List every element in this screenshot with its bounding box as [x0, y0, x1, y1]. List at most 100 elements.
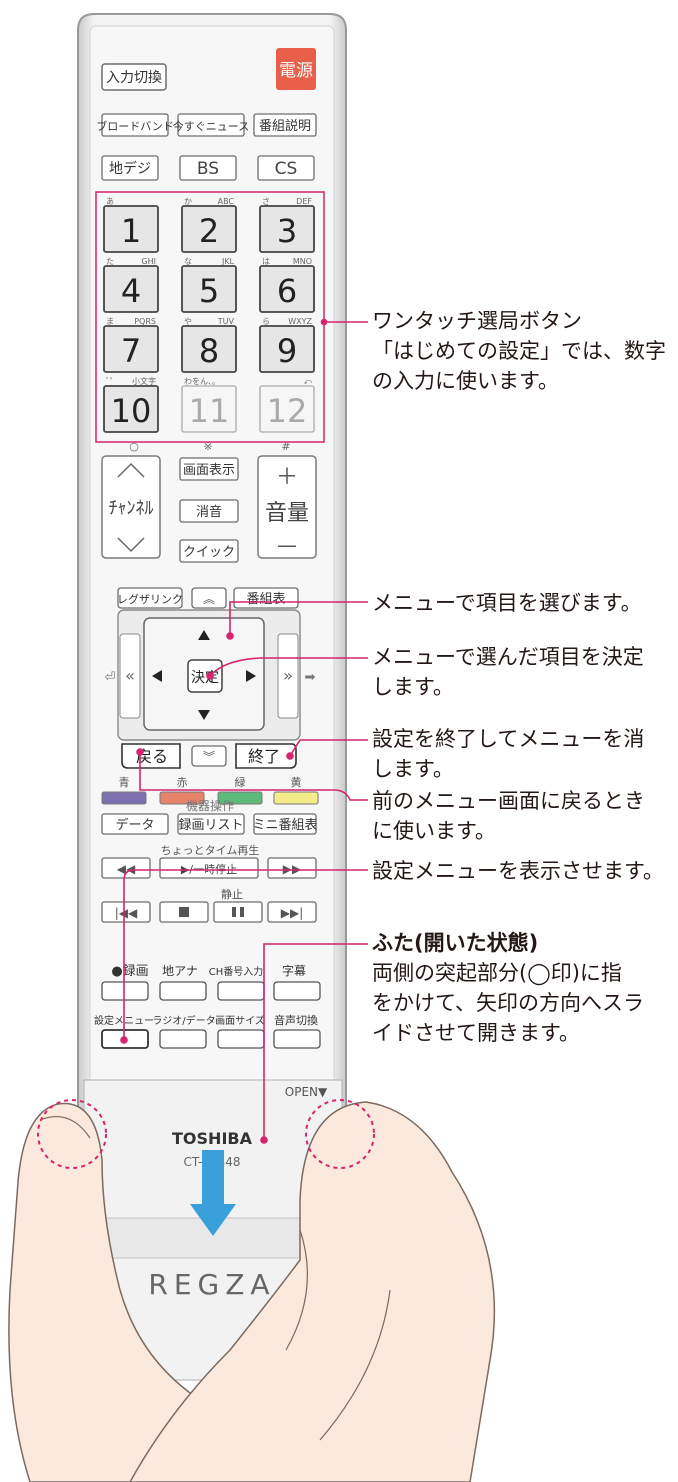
- back-arrow-icon: ⏎: [105, 670, 116, 685]
- brand-logo: TOSHIBA: [172, 1129, 253, 1148]
- one-touch-highlight: [95, 191, 325, 443]
- terrestrial-button[interactable]: 地デジ: [101, 155, 159, 181]
- color-button-label: 赤: [177, 776, 188, 789]
- svg-text:番組表: 番組表: [246, 592, 285, 607]
- svg-text:戻る: 戻る: [136, 747, 168, 766]
- svg-text:レグザリンク: レグザリンク: [117, 592, 183, 606]
- screen-size-label: 画面サイズ: [215, 1014, 265, 1027]
- number-button-1[interactable]: あ1: [103, 197, 159, 253]
- prev-button[interactable]: |◀◀: [101, 901, 151, 923]
- ch-input-button[interactable]: [217, 981, 265, 1001]
- color-button-1[interactable]: 赤: [159, 776, 205, 805]
- next-button[interactable]: ▶▶|: [267, 901, 317, 923]
- analog-button[interactable]: [159, 981, 207, 1001]
- rec-button[interactable]: [101, 981, 149, 1001]
- radio-data-button[interactable]: [159, 1029, 207, 1049]
- color-button-3[interactable]: 黄: [273, 775, 319, 805]
- volume-rocker[interactable]: ＋ 音量 —: [257, 455, 317, 559]
- page-down-button[interactable]: ︾: [191, 745, 227, 767]
- callout-lines: [120, 318, 368, 1144]
- svg-text:終了: 終了: [248, 747, 280, 766]
- rewind-button[interactable]: ◀◀: [101, 857, 151, 879]
- number-label: 12: [267, 392, 308, 430]
- subtitle-label: 字幕: [282, 963, 306, 978]
- mini-guide-button[interactable]: ミニ番組表: [252, 813, 318, 835]
- subtitle-button[interactable]: [273, 981, 321, 1001]
- device-op-label: 機器操作: [186, 798, 234, 813]
- callout-back: 前のメニュー画面に戻るとき に使います。: [372, 789, 645, 843]
- broadband-button[interactable]: ブロードバンド: [96, 113, 174, 137]
- screen-display-button[interactable]: 画面表示: [179, 457, 239, 481]
- svg-text:ﾁｬﾝﾈﾙ: ﾁｬﾝﾈﾙ: [109, 498, 154, 519]
- regza-logo: REGZA: [148, 1268, 275, 1301]
- callout-settings: 設定メニューを表示させます。: [372, 859, 664, 883]
- svg-text:|◀◀: |◀◀: [115, 906, 138, 920]
- right-arrow-icon: [246, 670, 256, 682]
- quick-button[interactable]: クイック: [179, 539, 239, 563]
- number-sub-left: か: [184, 197, 192, 206]
- skip-forward-button[interactable]: »: [277, 633, 299, 719]
- left-grip-circle: [37, 1099, 107, 1169]
- open-label: OPEN▼: [285, 1085, 328, 1099]
- regza-link-button[interactable]: レグザリンク: [117, 587, 183, 609]
- number-button-11[interactable]: わをん、。11: [181, 377, 237, 433]
- stop-button[interactable]: [159, 901, 209, 923]
- channel-rocker[interactable]: ﾁｬﾝﾈﾙ: [101, 455, 161, 559]
- program-guide-button[interactable]: 番組表: [233, 587, 299, 609]
- number-sub-right: ⤺: [303, 377, 312, 386]
- bs-button[interactable]: BS: [179, 155, 237, 181]
- rec-list-button[interactable]: 録画リスト: [177, 813, 245, 835]
- play-pause-button[interactable]: ▶/一時停止: [159, 857, 259, 879]
- up-arrow-icon: [198, 630, 210, 640]
- data-button[interactable]: データ: [101, 813, 169, 835]
- program-info-button[interactable]: 番組説明: [253, 113, 317, 137]
- svg-text:◀◀: ◀◀: [117, 862, 136, 876]
- svg-text:▶▶|: ▶▶|: [281, 906, 304, 920]
- input-switch-button[interactable]: 入力切換: [101, 63, 167, 91]
- power-button[interactable]: 電源: [276, 48, 316, 90]
- number-sub-left: ま: [106, 317, 114, 326]
- number-sub-right: ABC: [218, 197, 235, 206]
- back-button[interactable]: 戻る: [121, 743, 181, 769]
- fast-forward-button[interactable]: ▶▶: [267, 857, 317, 879]
- color-button-2[interactable]: 緑: [217, 775, 263, 805]
- page-up-button[interactable]: ︽: [191, 587, 227, 609]
- mute-button[interactable]: 消音: [179, 499, 239, 523]
- svg-text:消音: 消音: [196, 504, 222, 520]
- pause-button[interactable]: [213, 901, 263, 923]
- color-button-0[interactable]: 青: [101, 776, 147, 805]
- svg-text:番組説明: 番組説明: [259, 118, 311, 134]
- exit-button[interactable]: 終了: [235, 743, 297, 769]
- svg-text:«: «: [125, 666, 135, 685]
- number-sub-right: TUV: [217, 317, 235, 326]
- number-label: 10: [111, 392, 152, 430]
- number-label: 9: [277, 332, 297, 370]
- svg-text:︾: ︾: [203, 750, 215, 764]
- color-button-label: 青: [119, 776, 130, 789]
- number-button-12[interactable]: ⤺ 12: [259, 377, 315, 433]
- cs-button[interactable]: CS: [257, 155, 315, 181]
- below-mark-0: ○: [129, 440, 139, 453]
- news-button[interactable]: 今すぐニュース: [173, 113, 249, 137]
- skip-back-button[interactable]: «: [119, 633, 141, 719]
- callout-cover-title: ふた(開いた状態): [372, 931, 539, 955]
- number-label: 7: [121, 332, 141, 370]
- left-arrow-icon: [152, 670, 162, 682]
- number-sub-right: MNO: [293, 257, 312, 266]
- number-sub-left: は: [262, 257, 270, 266]
- number-sub-left: た: [106, 257, 114, 266]
- audio-switch-button[interactable]: [273, 1029, 321, 1049]
- screen-size-button[interactable]: [217, 1029, 265, 1049]
- enter-button[interactable]: 決定: [187, 659, 223, 693]
